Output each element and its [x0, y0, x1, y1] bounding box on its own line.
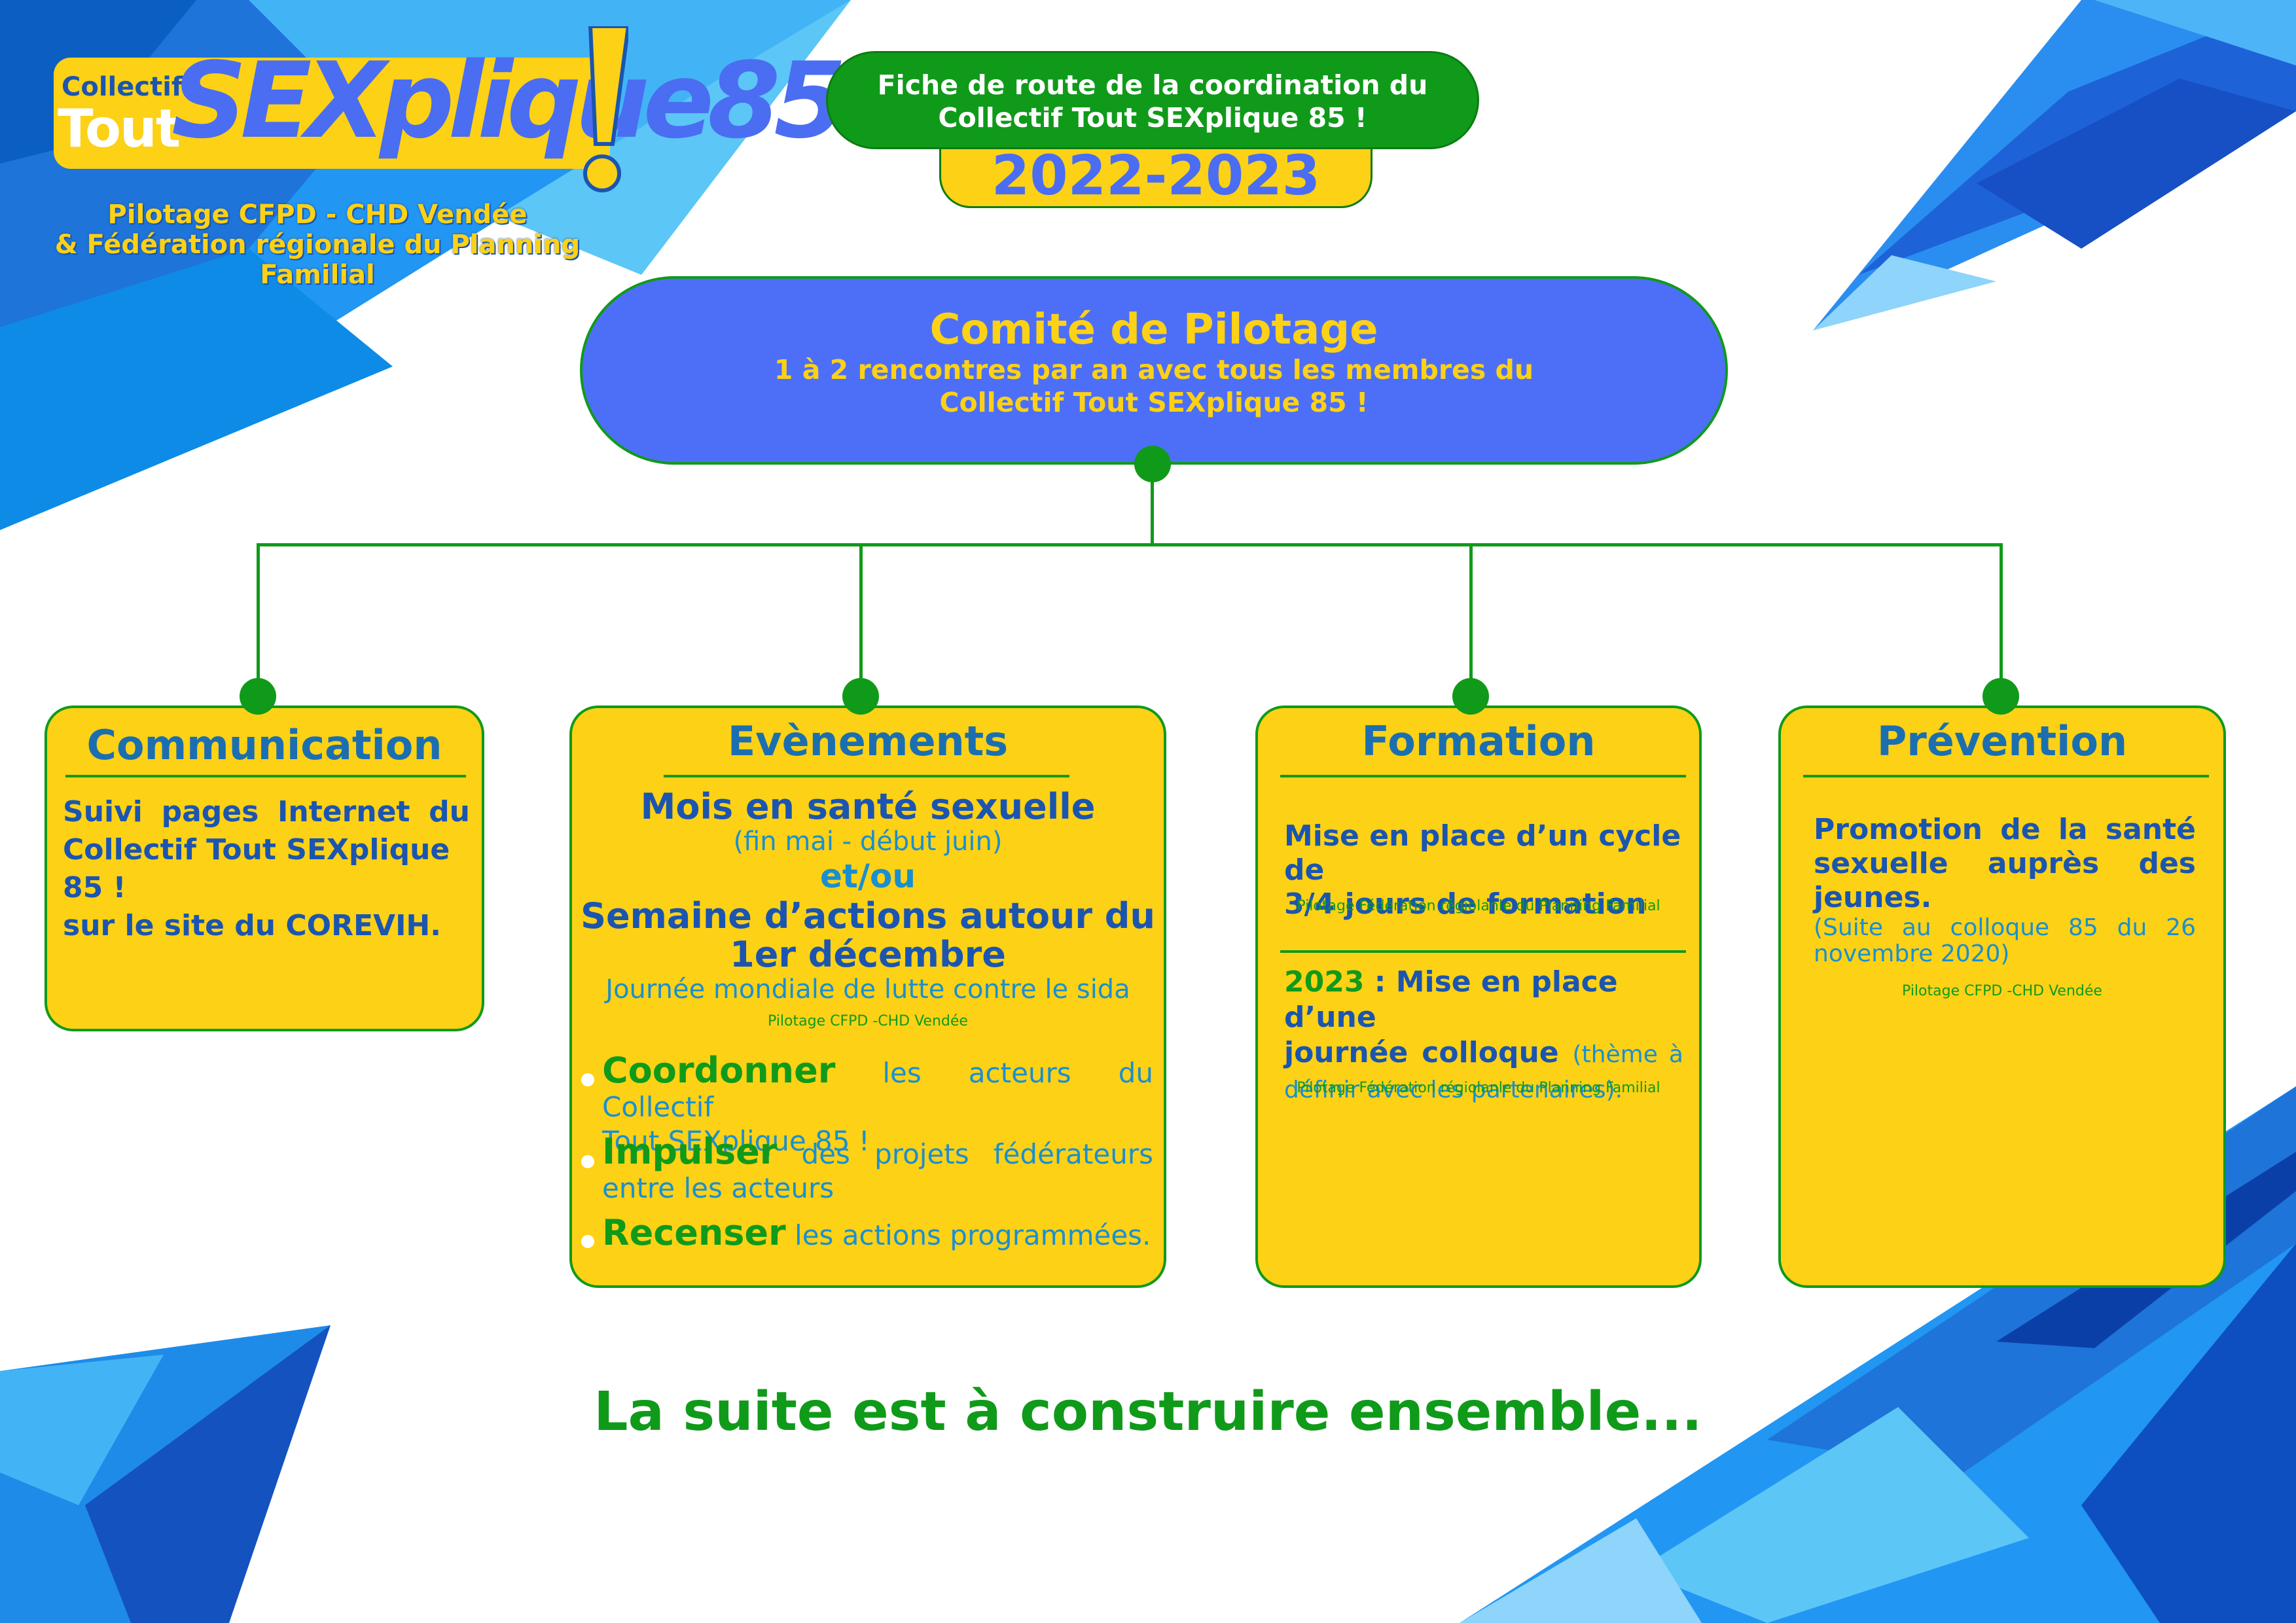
formation-colloque-line2: journée colloque — [1284, 1036, 1573, 1069]
formation-colloque-text: 2023 : Mise en place d’une journée collo… — [1284, 965, 1683, 1108]
page-title: Fiche de route de la coordination du Col… — [826, 51, 1479, 149]
connector-dot-formation — [1452, 678, 1489, 715]
coordonner-rest: les acteurs du Collectif — [602, 1057, 1153, 1123]
impulser-rest: des projets fédérateurs — [777, 1138, 1153, 1170]
bullet-3 — [581, 1235, 594, 1248]
etou-text: et/ou — [819, 857, 916, 895]
formation-year: 2023 — [1284, 965, 1365, 999]
evenements-pilotage: Pilotage CFPD -CHD Vendée — [768, 1013, 968, 1029]
communication-line1: Suivi pages Internet du — [63, 795, 470, 829]
evenements-main: Mois en santé sexuelle (fin mai - début … — [572, 786, 1164, 1030]
connector-to-evenements — [859, 543, 863, 700]
journee-mondiale-text: Journée mondiale de lutte contre le sida — [605, 974, 1130, 1005]
evenements-box: Evènements Mois en santé sexuelle (fin m… — [569, 705, 1166, 1288]
comite-sub-line2: Collectif Tout SEXplique 85 ! — [939, 387, 1369, 418]
bullet-1 — [581, 1073, 594, 1086]
connector-to-communication — [257, 543, 260, 700]
connector-to-prevention — [2000, 543, 2003, 700]
prevention-text: Promotion de la santé sexuelle auprès de… — [1814, 813, 2196, 915]
coordonner-verb: Coordonner — [602, 1050, 836, 1091]
bullet-coordonner: Coordonner les acteurs du Collectif Tout… — [602, 1053, 1153, 1158]
connector-dot-communication — [240, 678, 276, 715]
comite-pilotage-node: Comité de Pilotage 1 à 2 rencontres par … — [580, 276, 1728, 465]
title-line2: Collectif Tout SEXplique 85 ! — [938, 102, 1367, 134]
communication-text: Suivi pages Internet du Collectif Tout S… — [63, 793, 470, 945]
pilotage-line1: Pilotage CFPD - CHD Vendée — [107, 200, 528, 230]
bullet-impulser: Impulser des projets fédérateurs entre l… — [602, 1134, 1153, 1205]
formation-cycle-text: Mise en place d’un cycle de 3/4 jours de… — [1284, 819, 1683, 921]
formation-colloque-line3: définir avec les partenaires). — [1284, 1077, 1623, 1103]
recenser-verb: Recenser — [602, 1212, 786, 1253]
footer-text: La suite est à construire ensemble... — [594, 1381, 1702, 1443]
evenements-rule — [664, 775, 1069, 777]
communication-line3: sur le site du COREVIH. — [63, 909, 441, 942]
connector-dot-prevention — [1982, 678, 2019, 715]
bullet-2 — [581, 1155, 594, 1168]
connector-vertical-main — [1151, 464, 1154, 545]
formation-cycle-line1: Mise en place d’un cycle de — [1284, 819, 1681, 887]
logo-badge — [54, 58, 610, 169]
connector-horizontal — [257, 543, 2003, 546]
pilotage-line2: & Fédération régionale du Planning Famil… — [54, 230, 581, 290]
semaine-line1: Semaine d’actions autour du — [581, 895, 1155, 936]
comite-title: Comité de Pilotage — [929, 306, 1378, 354]
impulser-verb: Impulser — [602, 1131, 778, 1172]
connector-dot-evenements — [842, 678, 879, 715]
prevention-line1: Promotion de la santé — [1814, 813, 2196, 846]
communication-line2: Collectif Tout SEXplique 85 ! — [63, 833, 450, 904]
formation-theme: (thème à — [1572, 1041, 1683, 1068]
prevention-suite-line1: (Suite au colloque 85 du 26 — [1814, 914, 2196, 941]
prevention-line2: sexuelle auprès des — [1814, 847, 2196, 880]
communication-title: Communication — [86, 721, 442, 769]
logo-exclamation-icon — [583, 26, 628, 192]
logo-collectif-text: Collectif — [62, 72, 183, 102]
formation-cycle-line2: 3/4 jours de formation — [1284, 887, 1647, 921]
prevention-title: Prévention — [1876, 717, 2128, 765]
prevention-rule — [1803, 775, 2209, 777]
prevention-suite-line2: novembre 2020) — [1814, 940, 2010, 967]
bullet-recenser: Recenser les actions programmées. — [602, 1213, 1153, 1255]
logo-pilotage-text: Pilotage CFPD - CHD Vendée & Fédération … — [33, 200, 602, 290]
formation-pilotage-1: Pilotage Fédération régiolanle du Planni… — [1297, 898, 1660, 914]
comite-sub-line1: 1 à 2 rencontres par an avec tous les me… — [774, 354, 1534, 385]
formation-rule-top — [1280, 775, 1686, 777]
formation-colloque-rest: : Mise en place d’une — [1284, 965, 1618, 1034]
mois-dates-text: (fin mai - début juin) — [733, 827, 1003, 857]
formation-rule-mid — [1280, 950, 1686, 953]
title-line1: Fiche de route de la coordination du — [877, 69, 1428, 101]
connector-to-formation — [1469, 543, 1473, 700]
recenser-rest: les actions programmées. — [785, 1219, 1151, 1251]
prevention-line3: jeunes. — [1814, 881, 1932, 914]
prevention-suite-text: (Suite au colloque 85 du 26 novembre 202… — [1814, 915, 2196, 967]
prevention-pilotage: Pilotage CFPD -CHD Vendée — [1902, 983, 2102, 999]
formation-box: Formation Mise en place d’un cycle de 3/… — [1255, 705, 1702, 1288]
communication-rule — [65, 775, 466, 777]
logo-sexplique-text: SEXplique85 — [171, 39, 847, 162]
mois-sante-text: Mois en santé sexuelle — [640, 786, 1096, 827]
impulser-line2: entre les acteurs — [602, 1172, 834, 1204]
logo-tout-text: Tout — [58, 98, 181, 159]
prevention-box: Prévention Promotion de la santé sexuell… — [1778, 705, 2226, 1288]
formation-title: Formation — [1361, 717, 1596, 765]
evenements-title: Evènements — [727, 717, 1009, 765]
formation-pilotage-2: Pilotage Fédération régiolanle du Planni… — [1297, 1080, 1660, 1096]
coordonner-line2: Tout SEXplique 85 ! — [602, 1125, 870, 1157]
semaine-line2: 1er décembre — [730, 934, 1006, 975]
year-badge: 2022-2023 — [939, 145, 1372, 208]
communication-box: Communication Suivi pages Internet du Co… — [45, 705, 484, 1031]
